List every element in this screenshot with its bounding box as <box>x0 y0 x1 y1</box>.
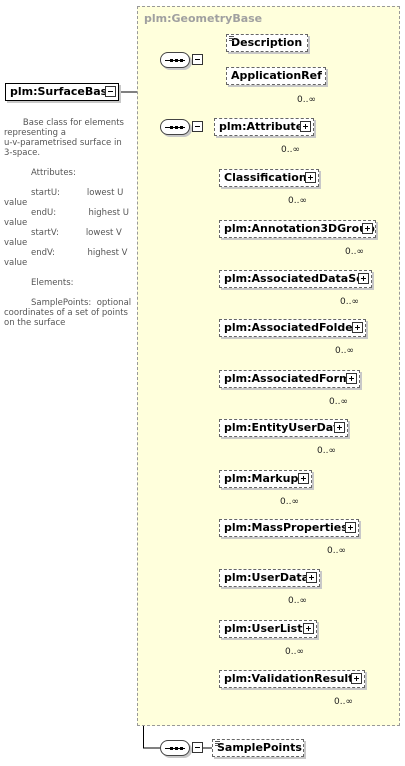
expand-icon[interactable] <box>358 273 369 284</box>
documentation-text: Base class for elements representing a u… <box>4 118 132 328</box>
element-label: Description <box>231 36 303 49</box>
element-label: plm:EntityUserData <box>224 421 346 434</box>
expand-icon[interactable] <box>351 673 362 684</box>
expand-icon[interactable] <box>362 223 373 234</box>
element-massproperties[interactable]: plm:MassProperties <box>219 519 359 537</box>
cardinality-label: 0..∞ <box>297 95 316 105</box>
element-label: plm:UserData <box>224 571 310 584</box>
cardinality-label: 0..∞ <box>285 647 304 657</box>
element-label: plm:AssociatedDataSet <box>224 272 369 285</box>
cardinality-label: 0..∞ <box>327 546 346 556</box>
expand-icon[interactable] <box>306 572 317 583</box>
element-validationresults[interactable]: plm:ValidationResults <box>219 670 365 688</box>
element-associatedfolder[interactable]: plm:AssociatedFolder <box>219 319 366 337</box>
element-annotation3dgroup[interactable]: plm:Annotation3DGroup <box>219 220 376 238</box>
expand-icon[interactable] <box>303 623 314 634</box>
element-label: plm:Annotation3DGroup <box>224 222 375 235</box>
cardinality-label: 0..∞ <box>288 196 307 206</box>
cardinality-label: 0..∞ <box>280 497 299 507</box>
sequence-compositor[interactable] <box>160 740 190 756</box>
collapse-icon[interactable] <box>192 54 203 65</box>
element-label: plm:Attribute <box>219 120 304 133</box>
cardinality-label: 0..∞ <box>334 697 353 707</box>
element-label: plm:MassProperties <box>224 521 348 534</box>
element-entityuserdata[interactable]: plm:EntityUserData <box>219 419 348 437</box>
collapse-icon[interactable] <box>192 742 203 753</box>
expand-icon[interactable] <box>305 172 316 183</box>
element-attribute[interactable]: plm:Attribute <box>214 118 314 136</box>
cardinality-label: 0..∞ <box>345 247 364 257</box>
expand-icon[interactable] <box>345 522 356 533</box>
element-label: plm:AssociatedForm <box>224 372 351 385</box>
element-label: plm:UserList <box>224 622 303 635</box>
element-associatedform[interactable]: plm:AssociatedForm <box>219 370 360 388</box>
cardinality-label: 0..∞ <box>288 596 307 606</box>
expand-icon[interactable] <box>300 121 311 132</box>
element-label: plm:ValidationResults <box>224 672 360 685</box>
documentation-icon <box>215 741 221 746</box>
element-markup[interactable]: plm:Markup <box>219 470 312 488</box>
root-element-surfacebase[interactable]: plm:SurfaceBase <box>5 83 119 101</box>
element-userlist[interactable]: plm:UserList <box>219 620 317 638</box>
collapse-icon[interactable] <box>192 121 203 132</box>
sequence-compositor[interactable] <box>160 119 190 135</box>
group-title: plm:GeometryBase <box>144 12 263 25</box>
cardinality-label: 0..∞ <box>329 397 348 407</box>
cardinality-label: 0..∞ <box>335 346 354 356</box>
element-label: plm:Markup <box>224 472 299 485</box>
expand-icon[interactable] <box>334 422 345 433</box>
element-classification[interactable]: Classification <box>219 169 319 187</box>
expand-icon[interactable] <box>346 373 357 384</box>
cardinality-label: 0..∞ <box>281 145 300 155</box>
element-label: Classification <box>224 171 307 184</box>
element-userdata[interactable]: plm:UserData <box>219 569 320 587</box>
cardinality-label: 0..∞ <box>317 446 336 456</box>
expand-icon[interactable] <box>298 473 309 484</box>
element-label: plm:AssociatedFolder <box>224 321 359 334</box>
element-associateddataset[interactable]: plm:AssociatedDataSet <box>219 270 372 288</box>
element-description[interactable]: Description <box>226 34 308 52</box>
element-samplepoints[interactable]: SamplePoints <box>212 739 304 757</box>
cardinality-label: 0..∞ <box>340 297 359 307</box>
element-label: ApplicationRef <box>231 69 322 82</box>
group-geometrybase: plm:GeometryBase <box>137 6 400 726</box>
root-element-label: plm:SurfaceBase <box>10 85 115 98</box>
sequence-compositor[interactable] <box>160 52 190 68</box>
collapse-icon[interactable] <box>105 86 116 97</box>
element-label: SamplePoints <box>217 741 302 754</box>
expand-icon[interactable] <box>352 322 363 333</box>
documentation-icon <box>229 36 235 41</box>
element-applicationref[interactable]: ApplicationRef <box>226 67 326 85</box>
